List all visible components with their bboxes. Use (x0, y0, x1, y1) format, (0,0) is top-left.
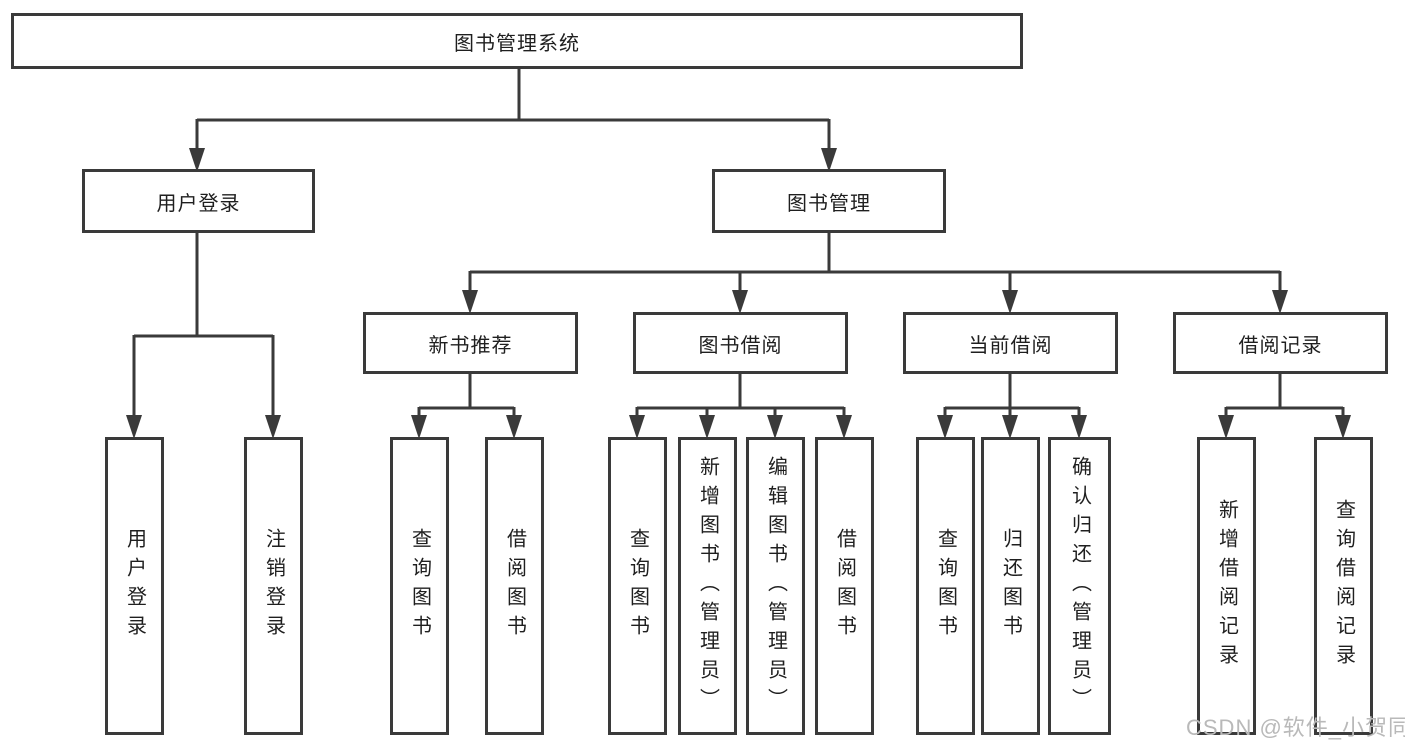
node-borrow-records: 借阅记录 (1173, 312, 1388, 374)
node-current-borrowing-label: 当前借阅 (968, 334, 1053, 357)
leaf-nbr-borrow-books: 借阅图书 (485, 437, 544, 735)
leaf-bb-add-books-admin: 新增图书（管理员） (678, 437, 737, 735)
leaf-cb-query-books: 查询图书 (916, 437, 975, 735)
leaf-cb-confirm-return-admin-label: 确认归还（管理员） (1068, 455, 1091, 717)
node-book-borrowing-label: 图书借阅 (698, 334, 783, 357)
leaf-nbr-borrow-books-label: 借阅图书 (503, 528, 526, 644)
leaf-cb-return-books: 归还图书 (981, 437, 1040, 735)
node-book-management-label: 图书管理 (787, 192, 871, 215)
leaf-br-query-record-label: 查询借阅记录 (1332, 499, 1355, 673)
node-user-login: 用户登录 (82, 169, 315, 233)
leaf-bb-add-books-admin-label: 新增图书（管理员） (696, 455, 719, 717)
watermark: CSDN @软件_小贺同学 (1186, 715, 1405, 740)
leaf-logout: 注销登录 (244, 437, 303, 735)
leaf-br-add-record: 新增借阅记录 (1197, 437, 1256, 735)
leaf-logout-label: 注销登录 (262, 528, 285, 644)
node-root: 图书管理系统 (11, 13, 1023, 69)
leaf-user-login-label: 用户登录 (123, 528, 146, 644)
node-current-borrowing: 当前借阅 (903, 312, 1118, 374)
leaf-br-add-record-label: 新增借阅记录 (1215, 499, 1238, 673)
node-book-management: 图书管理 (712, 169, 946, 233)
leaf-bb-edit-books-admin-label: 编辑图书（管理员） (764, 455, 787, 717)
leaf-br-query-record: 查询借阅记录 (1314, 437, 1373, 735)
node-user-login-label: 用户登录 (156, 192, 241, 215)
node-book-borrowing: 图书借阅 (633, 312, 848, 374)
leaf-bb-query-books: 查询图书 (608, 437, 667, 735)
leaf-cb-query-books-label: 查询图书 (934, 528, 957, 644)
node-new-book-recommend: 新书推荐 (363, 312, 578, 374)
leaf-user-login: 用户登录 (105, 437, 164, 735)
leaf-bb-edit-books-admin: 编辑图书（管理员） (746, 437, 805, 735)
leaf-bb-borrow-books: 借阅图书 (815, 437, 874, 735)
node-new-book-recommend-label: 新书推荐 (428, 334, 513, 357)
node-root-label: 图书管理系统 (454, 32, 580, 55)
leaf-cb-return-books-label: 归还图书 (999, 528, 1022, 644)
leaf-bb-borrow-books-label: 借阅图书 (833, 528, 856, 644)
leaf-bb-query-books-label: 查询图书 (626, 528, 649, 644)
leaf-cb-confirm-return-admin: 确认归还（管理员） (1048, 437, 1111, 735)
node-borrow-records-label: 借阅记录 (1238, 334, 1323, 357)
leaf-nbr-query-books: 查询图书 (390, 437, 449, 735)
leaf-nbr-query-books-label: 查询图书 (408, 528, 431, 644)
